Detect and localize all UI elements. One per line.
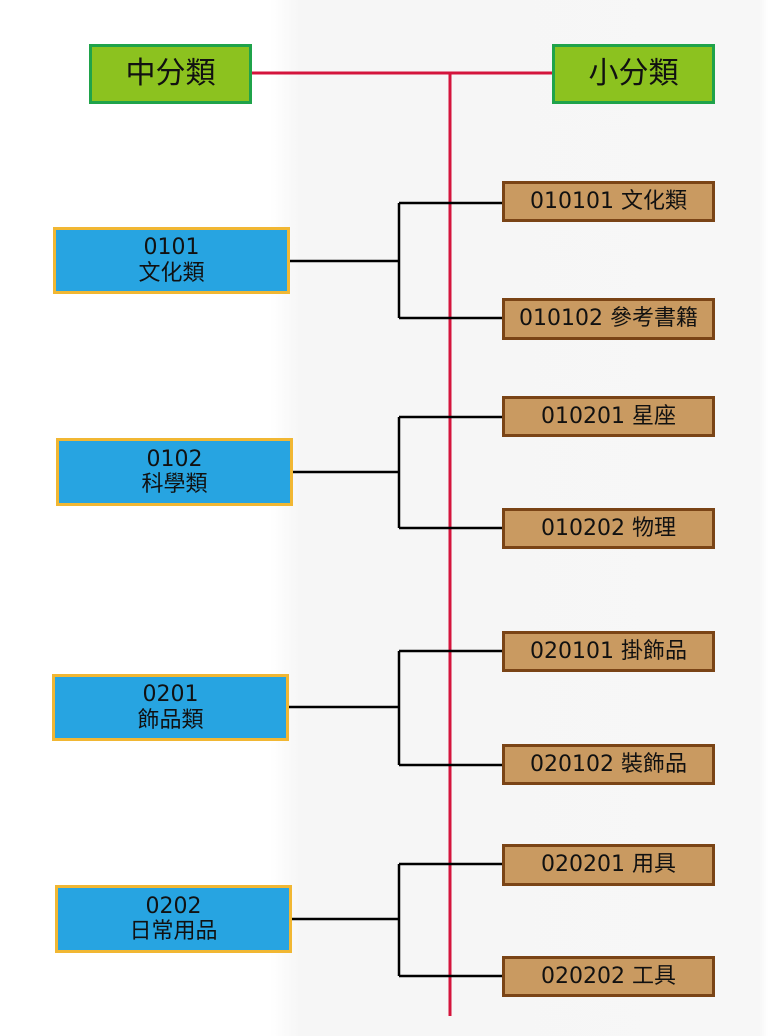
sub-category-label: 010101 文化類 [530,188,687,214]
sub-category-label: 020102 裝飾品 [530,751,687,777]
sub-category-label: 020201 用具 [541,852,676,878]
mid-category-box: 0102 科學類 [56,438,293,506]
header-mid-category-label: 中分類 [125,55,216,91]
sub-category-label: 020202 工具 [541,963,676,989]
branch-group-0202 [292,862,503,978]
mid-category-name: 飾品類 [137,707,204,733]
mid-category-code: 0202 [145,893,202,919]
sub-category-box: 020102 裝飾品 [502,744,715,785]
branch-group-0101 [290,201,503,320]
mid-category-box: 0202 日常用品 [55,885,292,953]
mid-category-code: 0102 [146,446,203,472]
mid-category-code: 0201 [142,682,199,708]
sub-category-label: 020101 掛飾品 [530,638,687,664]
sub-category-label: 010102 參考書籍 [519,306,698,332]
sub-category-box: 010201 星座 [502,396,715,437]
header-sub-category-label: 小分類 [588,55,679,91]
branch-group-0201 [289,649,503,767]
sub-category-box: 010202 物理 [502,508,715,549]
mid-category-code: 0101 [143,235,200,261]
mid-category-box: 0201 飾品類 [52,674,289,741]
sub-category-box: 010101 文化類 [502,181,715,222]
sub-category-box: 020201 用具 [502,844,715,886]
mid-category-name: 文化類 [138,260,205,286]
sub-category-label: 010202 物理 [541,515,676,541]
mid-category-box: 0101 文化類 [53,227,290,294]
header-mid-category: 中分類 [89,44,252,104]
branch-group-0102 [293,415,503,530]
sub-category-box: 020202 工具 [502,956,715,997]
sub-category-box: 010102 參考書籍 [502,298,715,340]
sub-category-box: 020101 掛飾品 [502,631,715,672]
mid-category-name: 科學類 [141,472,208,497]
mid-category-name: 日常用品 [129,919,218,944]
header-sub-category: 小分類 [552,44,715,104]
sub-category-label: 010201 星座 [541,403,676,429]
